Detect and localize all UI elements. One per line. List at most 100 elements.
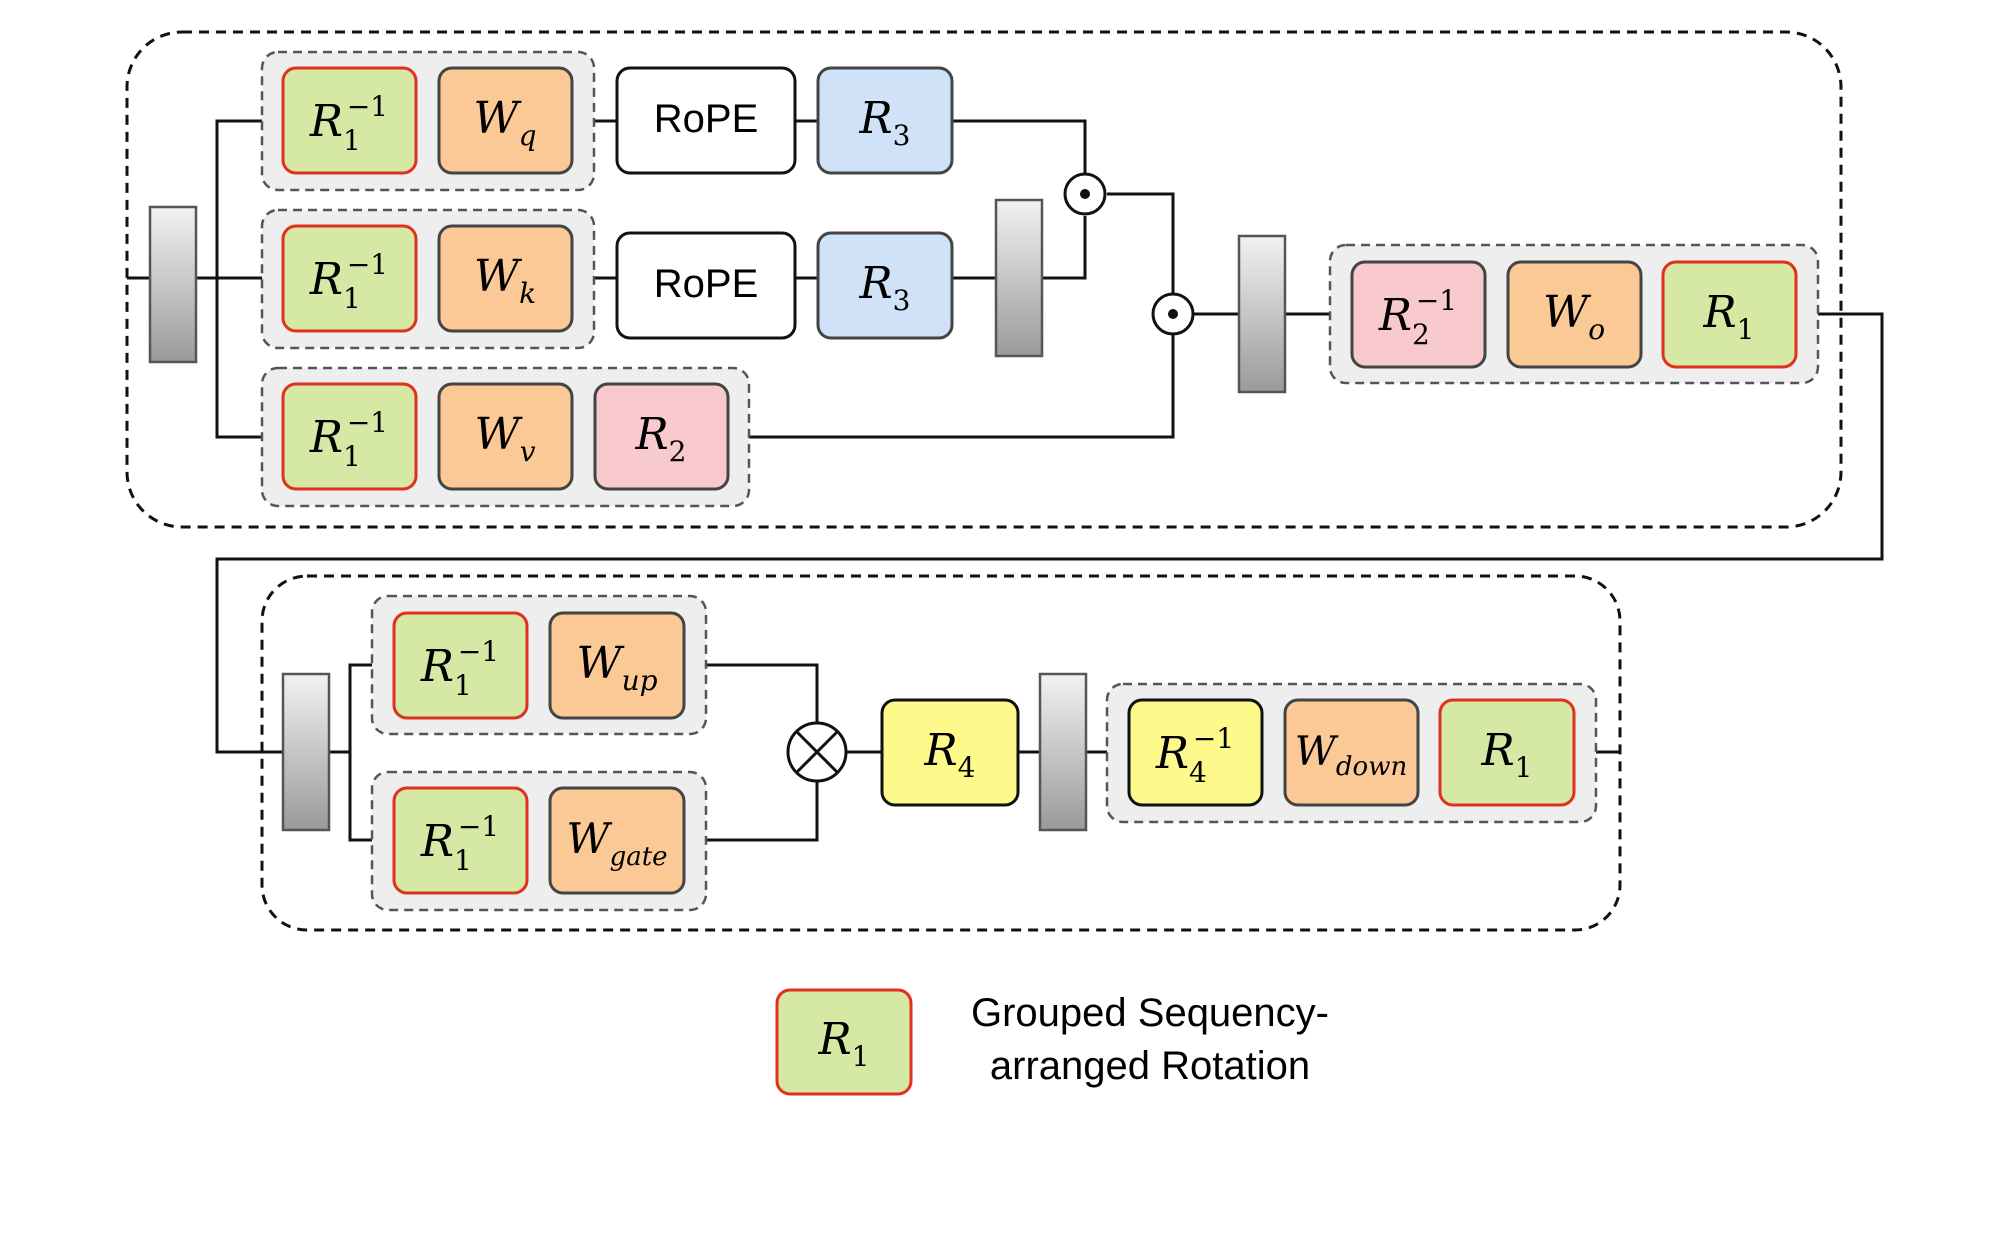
gate-rot-inv-sub: 1	[454, 844, 472, 877]
wo-sub: o	[1588, 313, 1605, 346]
wv-weight-box: Wv	[437, 382, 574, 491]
up-rot-inv-base: R	[420, 641, 454, 692]
q-r3-sub: 3	[893, 119, 911, 152]
svg-text:Wv: Wv	[474, 409, 535, 468]
svg-text:R1−1: R1−1	[420, 635, 499, 702]
svg-text:Wgate: Wgate	[566, 814, 667, 872]
o-r1-base: R	[1703, 287, 1737, 338]
legend-sample-box: R1	[775, 988, 913, 1096]
svg-text:Wup: Wup	[576, 638, 657, 697]
v-rotation-inverse-box: R1−1	[281, 382, 418, 491]
gate-rotation-inverse-box: R1−1	[392, 786, 529, 895]
mlp-inner-norm	[1038, 672, 1088, 832]
v-rot-inv-sub: 1	[343, 440, 361, 473]
up-rot-inv-sub: 1	[454, 669, 472, 702]
k-rot-inv-sup: −1	[347, 248, 388, 281]
q-rot-inv-sup: −1	[347, 90, 388, 123]
svg-text:R2−1: R2−1	[1378, 284, 1457, 351]
svg-text:R3: R3	[859, 258, 911, 317]
down-r1-box: R1	[1438, 698, 1576, 807]
svg-text:R1−1: R1−1	[309, 248, 388, 315]
svg-text:Wk: Wk	[474, 251, 536, 310]
mlp-input-norm	[281, 672, 331, 832]
wup-sub: up	[622, 664, 658, 697]
wup-base: W	[576, 638, 625, 689]
v-r2-box: R2	[593, 382, 730, 491]
k-rotation-inverse-box: R1−1	[281, 224, 418, 333]
svg-text:Wq: Wq	[473, 93, 536, 152]
r4-box: R4	[880, 698, 1020, 807]
svg-text:R1: R1	[1481, 725, 1533, 784]
gate-rot-inv-sup: −1	[458, 810, 499, 843]
v-r2-base: R	[635, 409, 669, 460]
wk-sub: k	[519, 277, 536, 310]
wq-base: W	[473, 93, 522, 144]
wv-base: W	[474, 409, 523, 460]
svg-text:R4−1: R4−1	[1155, 722, 1234, 789]
legend-sample-base: R	[818, 1014, 852, 1065]
attention-output-norm	[1237, 234, 1287, 394]
wo-weight-box: Wo	[1506, 260, 1643, 369]
q-rot-inv-base: R	[309, 96, 343, 147]
wgate-sub: gate	[610, 842, 668, 872]
o-rot-inv-sub: 2	[1412, 318, 1430, 351]
k-r3-box: R3	[816, 231, 954, 340]
attention-value-product-operator	[1151, 292, 1195, 336]
wdown-base: W	[1295, 729, 1339, 775]
down-rot-inv-sub: 4	[1189, 756, 1207, 789]
up-rotation-inverse-box: R1−1	[392, 611, 529, 720]
svg-text:R1: R1	[1703, 287, 1755, 346]
svg-text:R3: R3	[859, 93, 911, 152]
down-rot-inv-base: R	[1155, 728, 1189, 779]
attention-block	[125, 30, 1843, 529]
r4-sub: 4	[958, 751, 976, 784]
legend-sample-sub: 1	[852, 1040, 870, 1073]
svg-text:Wdown: Wdown	[1295, 729, 1407, 782]
q-rotation-inverse-box: R1−1	[281, 66, 418, 175]
wk-weight-box: Wk	[437, 224, 574, 333]
gate-rot-inv-base: R	[420, 816, 454, 867]
o-r1-sub: 1	[1737, 313, 1755, 346]
k-rope-label: RoPE	[654, 262, 759, 306]
legend-label-line1: Grouped Sequency-	[971, 991, 1329, 1035]
k-rope-box: RoPE	[615, 231, 797, 340]
k-rot-inv-sub: 1	[343, 282, 361, 315]
legend-label-line2: arranged Rotation	[990, 1044, 1310, 1088]
attention-input-norm	[148, 205, 198, 364]
down-rot-inv-sup: −1	[1193, 722, 1234, 755]
wk-base: W	[474, 251, 523, 302]
wo-base: W	[1543, 287, 1592, 338]
svg-text:R4: R4	[924, 725, 976, 784]
qk-norm	[994, 198, 1044, 358]
wgate-base: W	[566, 814, 613, 863]
wv-sub: v	[520, 435, 536, 468]
r4-base: R	[924, 725, 958, 776]
v-rot-inv-sup: −1	[347, 406, 388, 439]
down-rotation-inverse-box: R4−1	[1127, 698, 1264, 807]
k-rot-inv-base: R	[309, 254, 343, 305]
qk-product-operator	[1063, 172, 1107, 216]
v-rot-inv-base: R	[309, 412, 343, 463]
svg-text:R1: R1	[818, 1014, 870, 1073]
elementwise-multiply-operator	[786, 721, 848, 783]
q-rot-inv-sub: 1	[343, 124, 361, 157]
q-rope-label: RoPE	[654, 97, 759, 141]
wq-weight-box: Wq	[437, 66, 574, 175]
wdown-weight-box: Wdown	[1283, 698, 1420, 807]
svg-text:R2: R2	[635, 409, 687, 468]
svg-text:R1−1: R1−1	[309, 406, 388, 473]
wq-sub: q	[519, 119, 537, 152]
wup-weight-box: Wup	[548, 611, 686, 720]
legend: R1 Grouped Sequency- arranged Rotation	[775, 988, 1329, 1096]
o-r1-box: R1	[1661, 260, 1798, 369]
k-r3-base: R	[859, 258, 893, 309]
o-rot-inv-sup: −1	[1416, 284, 1457, 317]
o-rot-inv-base: R	[1378, 290, 1412, 341]
up-rot-inv-sup: −1	[458, 635, 499, 668]
wdown-sub: down	[1336, 752, 1407, 782]
svg-text:R1−1: R1−1	[309, 90, 388, 157]
down-r1-sub: 1	[1515, 751, 1533, 784]
svg-text:Wo: Wo	[1543, 287, 1605, 346]
svg-text:R1−1: R1−1	[420, 810, 499, 877]
